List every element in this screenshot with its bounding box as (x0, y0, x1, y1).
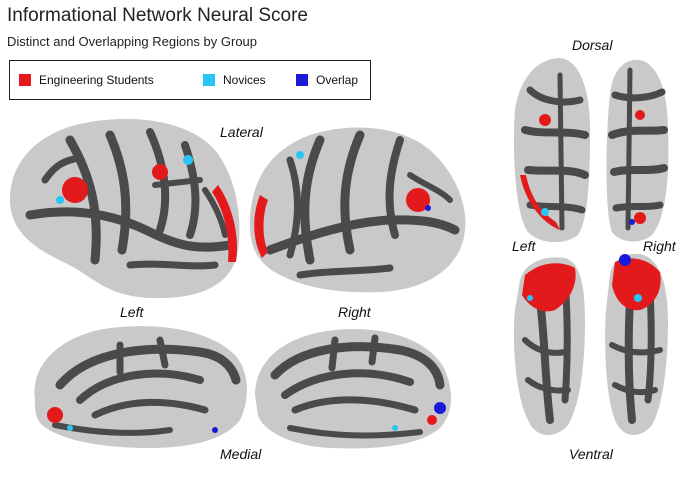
ventral-right-hemisphere (605, 253, 668, 436)
lateral-left-hemisphere (10, 119, 240, 299)
label-ventral: Ventral (569, 446, 613, 462)
legend-item-overlap: Overlap (296, 73, 358, 87)
legend-swatch-novices (203, 74, 215, 86)
label-right-main: Right (338, 304, 371, 320)
ventral-left-hemisphere (513, 257, 585, 436)
label-right-side: Right (643, 238, 676, 254)
dorsal-left-hemisphere (513, 58, 590, 243)
label-lateral: Lateral (220, 124, 263, 140)
label-dorsal: Dorsal (572, 37, 613, 53)
label-medial: Medial (220, 446, 262, 462)
legend-label-overlap: Overlap (316, 73, 359, 87)
legend-item-engineering: Engineering Students (19, 73, 154, 87)
legend-label-engineering: Engineering Students (39, 73, 154, 87)
dorsal-right-hemisphere (606, 59, 669, 242)
figure-title: Informational Network Neural Score (7, 5, 308, 26)
legend-swatch-overlap (296, 74, 308, 86)
legend-item-novices: Novices (203, 73, 266, 87)
legend-swatch-engineering (19, 74, 31, 86)
lateral-right-hemisphere (250, 127, 466, 293)
legend-label-novices: Novices (223, 73, 266, 87)
figure-subtitle: Distinct and Overlapping Regions by Grou… (7, 34, 258, 49)
legend: Engineering Students Novices Overlap (9, 60, 371, 100)
label-left-main: Left (120, 304, 144, 320)
medial-left-hemisphere (34, 326, 247, 448)
medial-right-hemisphere (255, 329, 452, 449)
label-left-side: Left (512, 238, 536, 254)
